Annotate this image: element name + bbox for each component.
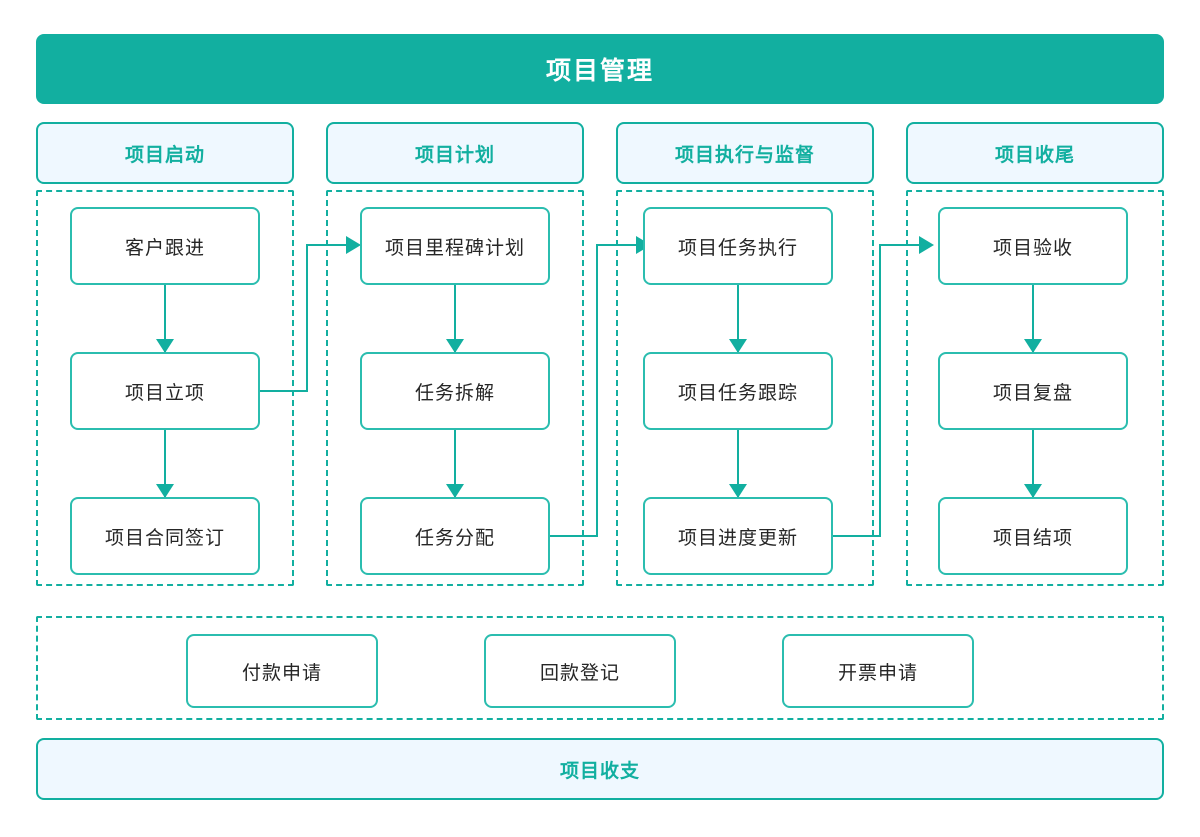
phase-header-label: 项目收尾 xyxy=(994,144,1075,166)
phase-column-project-closure xyxy=(906,190,1164,586)
phase-header-project-initiation[interactable]: 项目启动 xyxy=(36,122,294,184)
finance-section-container xyxy=(36,616,1164,720)
node-task-assignment[interactable]: 任务分配 xyxy=(360,497,550,575)
node-project-task-execution[interactable]: 项目任务执行 xyxy=(643,207,833,285)
node-label: 项目合同签订 xyxy=(104,527,225,549)
node-label: 项目验收 xyxy=(992,237,1073,259)
node-project-closure[interactable]: 项目结项 xyxy=(938,497,1128,575)
node-label: 项目任务跟踪 xyxy=(677,382,798,404)
node-project-task-tracking[interactable]: 项目任务跟踪 xyxy=(643,352,833,430)
phase-column-project-planning xyxy=(326,190,584,586)
node-label: 付款申请 xyxy=(241,662,322,684)
arrow-breakdown-to-assignment xyxy=(454,430,456,497)
connector-assignment-to-execution xyxy=(550,236,656,537)
node-label: 项目结项 xyxy=(992,527,1073,549)
finance-summary-label: 项目收支 xyxy=(559,760,640,782)
arrow-tracking-to-progress xyxy=(737,430,739,497)
node-project-progress-update[interactable]: 项目进度更新 xyxy=(643,497,833,575)
node-label: 项目里程碑计划 xyxy=(384,237,525,259)
node-task-breakdown[interactable]: 任务拆解 xyxy=(360,352,550,430)
arrow-customer-followup-to-initiation xyxy=(164,285,166,352)
connector-progress-to-acceptance xyxy=(833,236,941,537)
node-project-review[interactable]: 项目复盘 xyxy=(938,352,1128,430)
node-project-acceptance[interactable]: 项目验收 xyxy=(938,207,1128,285)
node-label: 任务拆解 xyxy=(414,382,495,404)
node-project-initiation-approval[interactable]: 项目立项 xyxy=(70,352,260,430)
finance-summary-banner[interactable]: 项目收支 xyxy=(36,738,1164,800)
phase-column-project-execution xyxy=(616,190,874,586)
arrow-milestone-to-breakdown xyxy=(454,285,456,352)
arrow-initiation-to-contract xyxy=(164,430,166,497)
arrow-review-to-closure xyxy=(1032,430,1034,497)
node-invoice-request[interactable]: 开票申请 xyxy=(782,634,974,708)
node-label: 任务分配 xyxy=(414,527,495,549)
phase-header-project-closure[interactable]: 项目收尾 xyxy=(906,122,1164,184)
phase-header-project-planning[interactable]: 项目计划 xyxy=(326,122,584,184)
node-label: 回款登记 xyxy=(539,662,620,684)
arrow-execution-to-tracking xyxy=(737,285,739,352)
node-payment-request[interactable]: 付款申请 xyxy=(186,634,378,708)
node-label: 客户跟进 xyxy=(124,237,205,259)
diagram-title-banner: 项目管理 xyxy=(36,34,1164,104)
node-label: 项目复盘 xyxy=(992,382,1073,404)
connector-initiation-to-milestone xyxy=(260,236,366,392)
node-label: 开票申请 xyxy=(837,662,918,684)
phase-column-project-initiation xyxy=(36,190,294,586)
diagram-title: 项目管理 xyxy=(545,57,654,85)
phase-header-project-execution[interactable]: 项目执行与监督 xyxy=(616,122,874,184)
phase-header-label: 项目执行与监督 xyxy=(674,144,815,166)
node-payment-collection-record[interactable]: 回款登记 xyxy=(484,634,676,708)
node-label: 项目进度更新 xyxy=(677,527,798,549)
node-project-contract-signing[interactable]: 项目合同签订 xyxy=(70,497,260,575)
node-label: 项目任务执行 xyxy=(677,237,798,259)
phase-header-label: 项目启动 xyxy=(124,144,205,166)
phase-header-label: 项目计划 xyxy=(414,144,495,166)
arrow-acceptance-to-review xyxy=(1032,285,1034,352)
node-label: 项目立项 xyxy=(124,382,205,404)
node-project-milestone-plan[interactable]: 项目里程碑计划 xyxy=(360,207,550,285)
node-customer-followup[interactable]: 客户跟进 xyxy=(70,207,260,285)
